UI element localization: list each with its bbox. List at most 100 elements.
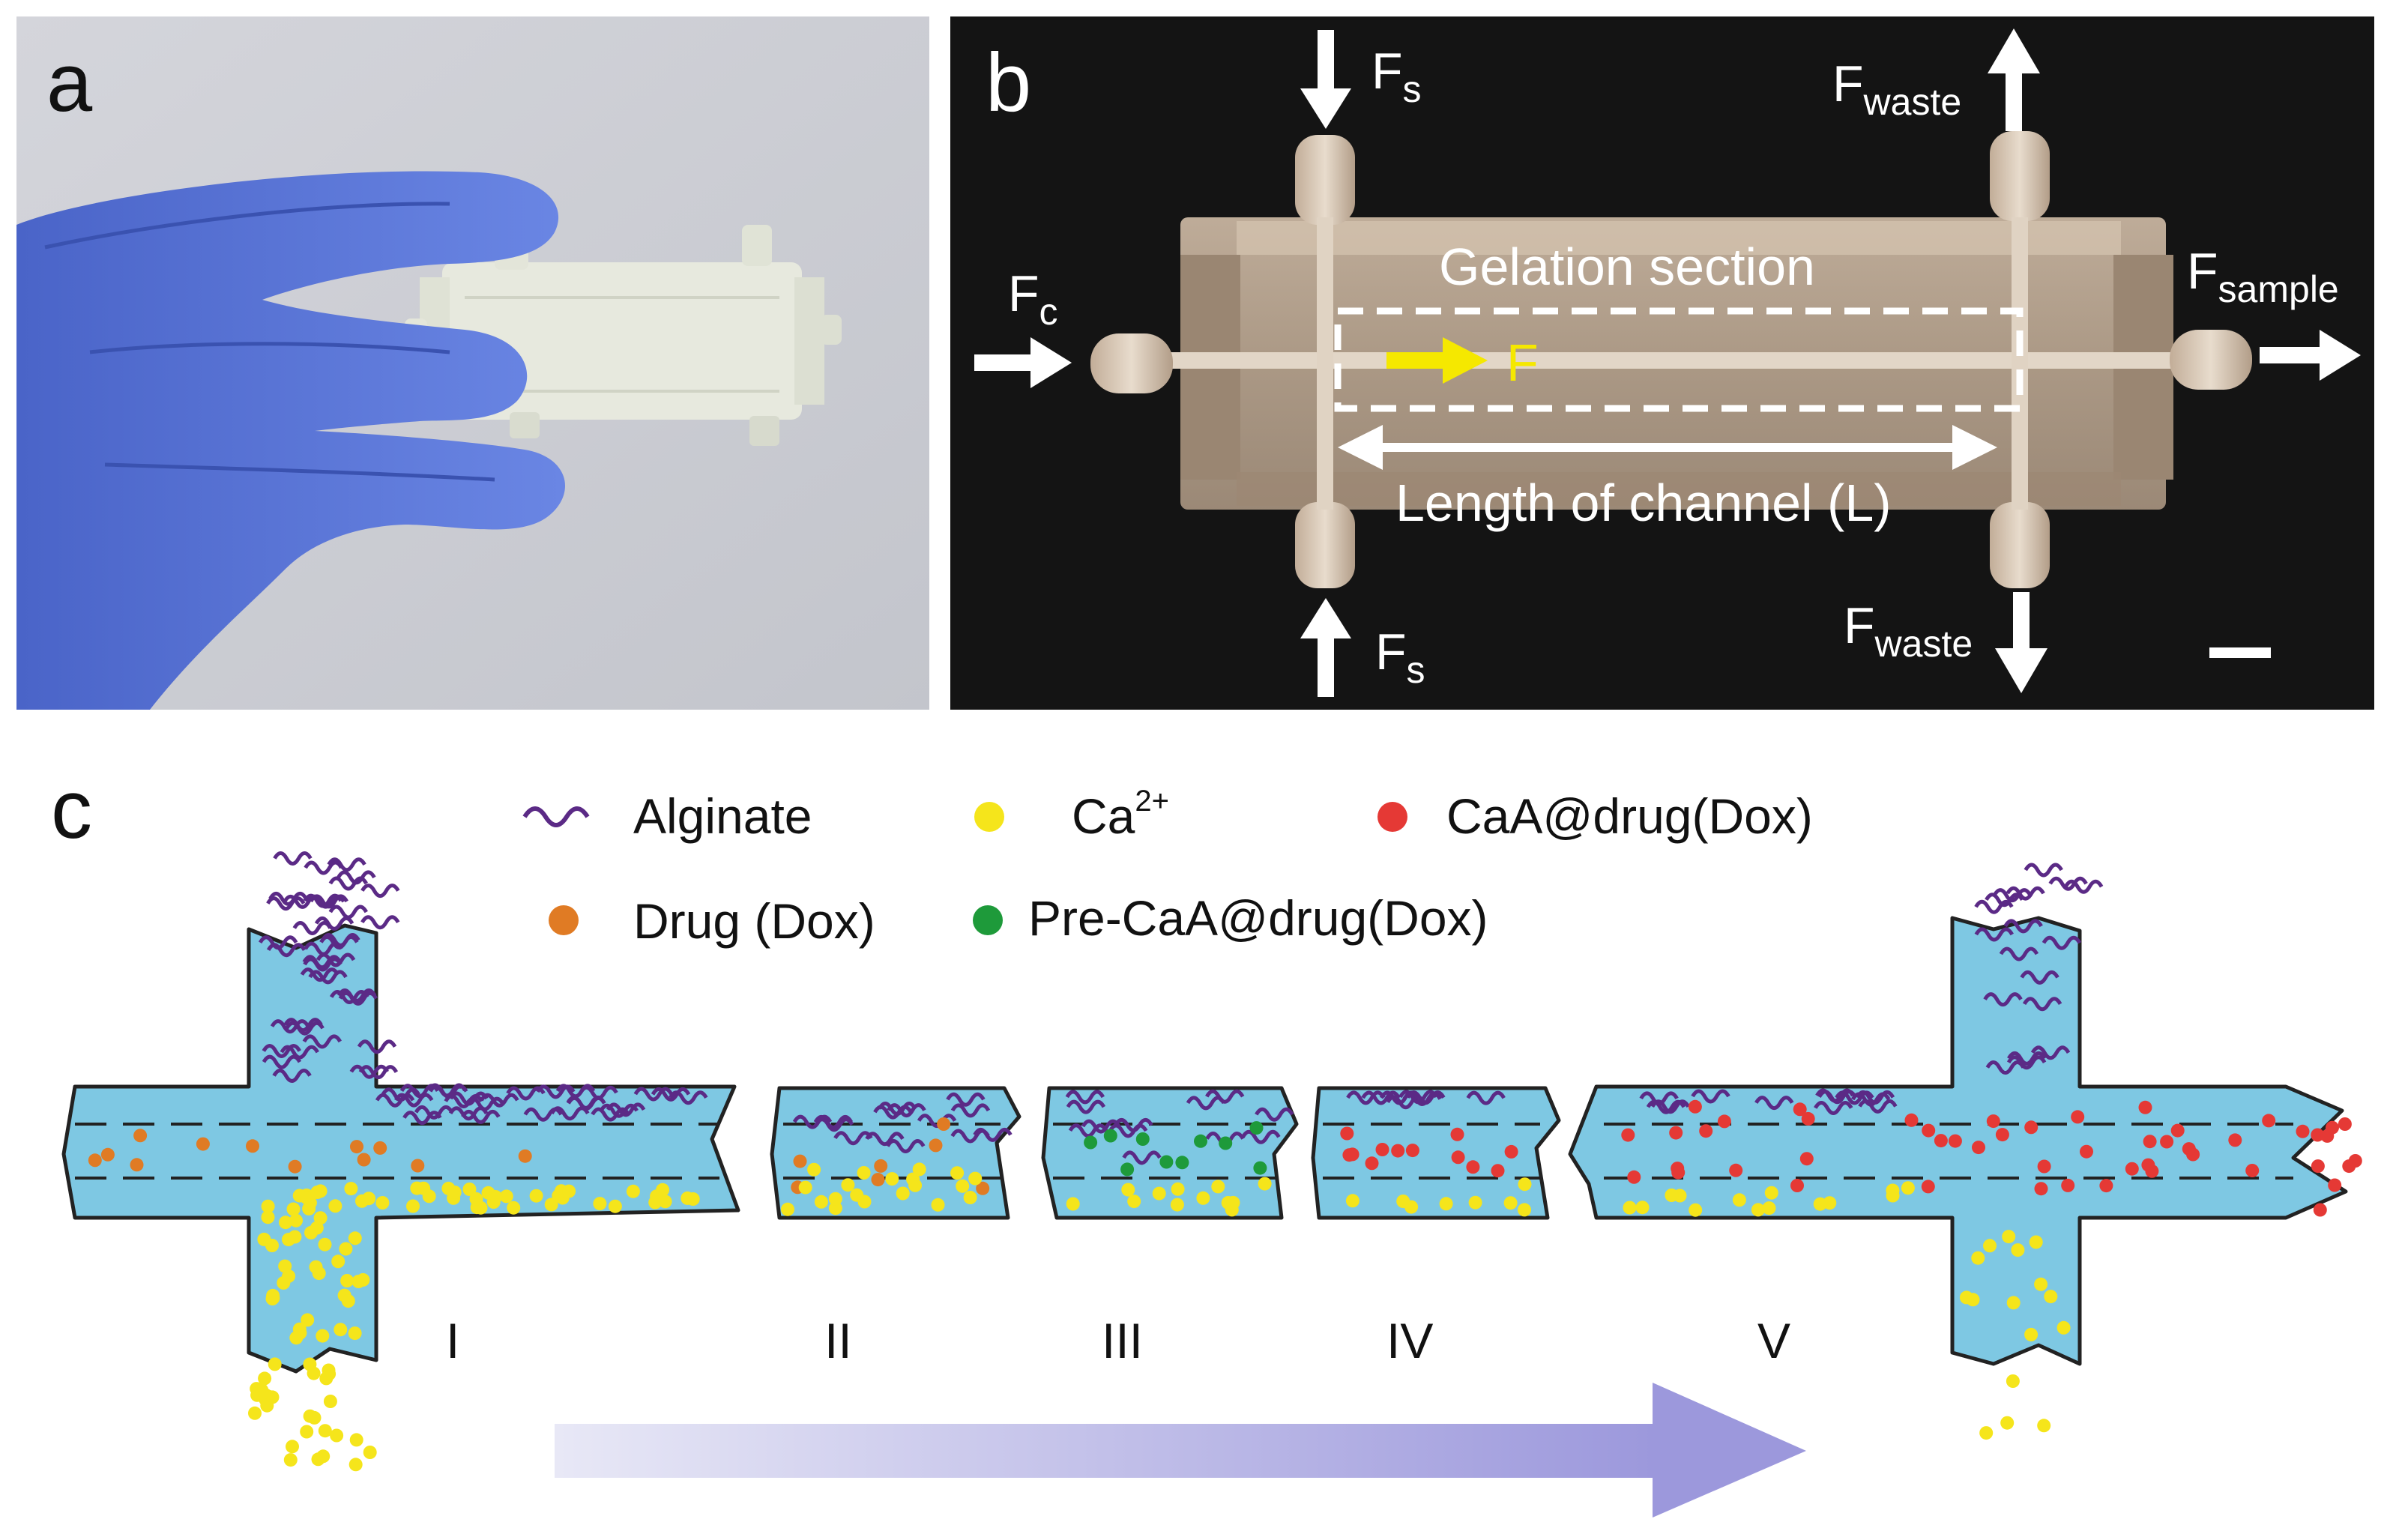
calcium-particle xyxy=(288,1230,302,1244)
alginate-strand xyxy=(1815,1088,1855,1103)
calcium-particle xyxy=(375,1196,390,1210)
calcium-particle xyxy=(2011,1243,2025,1257)
alginate-strand xyxy=(461,1109,501,1124)
alginate-strand xyxy=(917,1114,957,1129)
calcium-particle xyxy=(1635,1201,1650,1215)
stage-labels: I II III IV V xyxy=(446,1313,1790,1368)
drug-particle xyxy=(793,1154,807,1168)
calcium-particle xyxy=(1503,1196,1518,1210)
lane-dashes xyxy=(75,1123,2293,1180)
caa-drug-particle xyxy=(2262,1114,2276,1128)
calcium-particle xyxy=(841,1178,855,1192)
fsample-arrow xyxy=(2260,330,2361,381)
alginate-strand xyxy=(1754,1096,1794,1111)
alginate-strand xyxy=(1081,1119,1121,1134)
alginate-strand xyxy=(833,1131,873,1146)
calcium-particle xyxy=(268,1357,282,1371)
alginate-strand xyxy=(651,1087,691,1102)
calcium-particle xyxy=(344,1182,358,1196)
alginate-strand xyxy=(873,1105,913,1120)
caa-drug-particle xyxy=(1451,1150,1465,1165)
calcium-particle xyxy=(2006,1374,2020,1388)
alginate-strand xyxy=(606,1102,646,1117)
legend-caa-drug-label: CaA@drug(Dox) xyxy=(1446,788,1813,844)
calcium-particle xyxy=(261,1199,275,1213)
length-of-channel-label: Length of channel (L) xyxy=(1395,474,1892,532)
caa-drug-particle xyxy=(1340,1126,1354,1141)
caa-drug-particle xyxy=(1799,1152,1814,1166)
caa-drug-particle xyxy=(1621,1128,1635,1142)
drug-particle xyxy=(929,1138,943,1153)
calcium-particle xyxy=(2006,1296,2021,1310)
calcium-particle xyxy=(1066,1197,1080,1211)
legend-calcium-label: Ca2+ xyxy=(1072,785,1169,844)
caa-drug-particle xyxy=(2182,1142,2196,1156)
calcium-particle xyxy=(1732,1193,1746,1207)
panel-a-photo: a xyxy=(16,16,929,710)
particles xyxy=(88,851,2362,1472)
alginate-strand xyxy=(1386,1095,1425,1110)
calcium-particle xyxy=(1764,1186,1778,1200)
caa-drug-particle xyxy=(2138,1100,2152,1114)
calcium-particle xyxy=(1127,1195,1141,1209)
legend-caa-drug-swatch xyxy=(1377,802,1407,832)
alginate-strand xyxy=(1065,1090,1105,1105)
caa-drug-particle xyxy=(1995,1128,2009,1142)
alginate-strand xyxy=(2030,1045,2071,1060)
alginate-strand xyxy=(579,1085,618,1100)
alginate-strand xyxy=(887,1103,926,1118)
drug-particle xyxy=(246,1139,259,1153)
calcium-particle xyxy=(507,1201,521,1215)
caa-drug-particle xyxy=(2342,1159,2356,1174)
calcium-particle xyxy=(2024,1327,2039,1341)
caa-drug-particle xyxy=(2034,1182,2048,1196)
calcium-particle xyxy=(348,1231,362,1245)
calcium-particle xyxy=(289,1213,303,1228)
caa-drug-particle xyxy=(1450,1127,1464,1141)
fwaste-bottom-label: Fwaste xyxy=(1844,597,1973,665)
calcium-particle xyxy=(828,1192,842,1206)
calcium-particle xyxy=(1345,1194,1360,1208)
caa-drug-particle xyxy=(1466,1160,1480,1174)
caa-drug-particle xyxy=(1405,1144,1419,1158)
calcium-particle xyxy=(300,1425,314,1439)
alginate-strand xyxy=(272,1069,312,1083)
calcium-particle xyxy=(303,1357,317,1371)
legend-drug-swatch xyxy=(549,905,579,935)
alginate-strand xyxy=(303,957,342,972)
alginate-strand xyxy=(394,1093,434,1108)
calcium-particle xyxy=(885,1172,899,1186)
alginate-strand xyxy=(283,894,322,909)
calcium-particle xyxy=(814,1195,828,1209)
alginate-strand xyxy=(449,1091,489,1106)
calcium-particle xyxy=(1226,1195,1240,1210)
alginate-strand xyxy=(633,1087,674,1102)
legend-pre-caa-swatch xyxy=(973,905,1003,935)
alginate-strand xyxy=(357,1039,397,1054)
alginate-strand xyxy=(283,1018,323,1033)
legend: Alginate Ca2+ CaA@drug(Dox) Drug (Dox) P… xyxy=(522,785,1813,949)
calcium-particle xyxy=(963,1191,977,1204)
calcium-particle xyxy=(355,1194,369,1208)
calcium-particle xyxy=(334,1323,348,1337)
gelation-section-label: Gelation section xyxy=(1439,238,1815,296)
pre-caa-particle xyxy=(1103,1129,1117,1143)
alginate-strand xyxy=(2020,970,2059,985)
drug-particle xyxy=(411,1159,425,1173)
calcium-particle xyxy=(309,1260,323,1274)
calcium-particle xyxy=(330,1428,344,1443)
calcium-particle xyxy=(1211,1180,1225,1194)
calcium-particle xyxy=(302,1201,316,1216)
calcium-particle xyxy=(608,1199,622,1213)
caa-drug-particle xyxy=(1986,1114,2000,1129)
drug-particle xyxy=(937,1117,951,1131)
alginate-strand xyxy=(1985,1060,2026,1075)
calcium-particle xyxy=(1762,1201,1776,1216)
calcium-particle xyxy=(363,1446,377,1459)
alginate-strand xyxy=(2048,876,2088,891)
calcium-particle xyxy=(331,1254,345,1269)
caa-drug-particle xyxy=(1948,1134,1962,1148)
calcium-particle xyxy=(289,1331,304,1345)
alginate-strand xyxy=(506,1086,546,1101)
